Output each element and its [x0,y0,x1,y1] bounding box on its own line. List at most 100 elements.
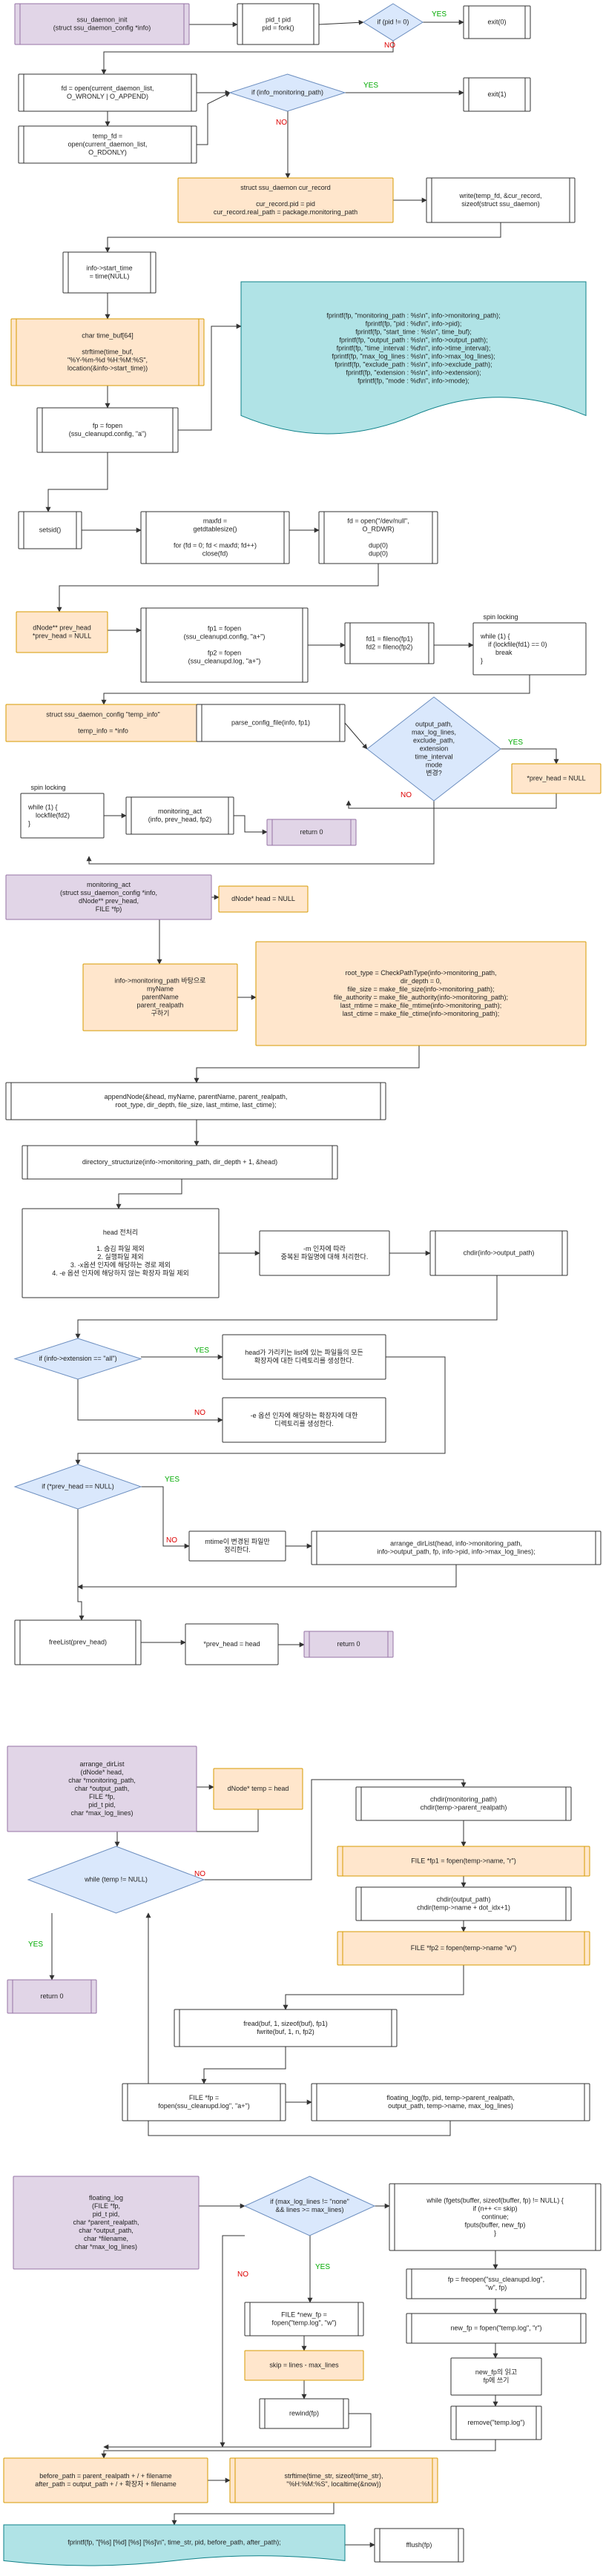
node-fpopen-line: fp = fopen [93,422,122,429]
node-freadwrite-line: fwrite(buf, 1, n, fp2) [257,2028,314,2035]
node-fd1fd2-line: fd2 = fileno(fp2) [366,643,413,650]
connector-54 [201,2047,286,2084]
node-strftime2-line: "%H:%M:%S", localtime(&now)) [286,2480,380,2488]
node-ret0a: return 0 [266,819,357,846]
node-fdopen-line: fd = open(current_daemon_list, [62,85,154,92]
node-parentname-line: 구하기 [151,1009,170,1017]
node-starttime-shape [62,251,156,294]
node-prevnull1: *prev_head = NULL [511,763,602,794]
node-appendnode: appendNode(&head, myName, parentName, pa… [5,1082,386,1120]
node-floatcall-line: output_path, temp->name, max_log_lines) [388,2102,513,2110]
node-arrange1-line: arrange_dirList(head, info->monitoring_p… [390,1539,522,1547]
node-fprintfs-line: fprintf(fp, "start_time : %s\n", time_bu… [355,328,471,336]
node-whilefgets-line: fputs(buffer, new_fp) [465,2221,526,2228]
node-arrange1: arrange_dirList(head, info->monitoring_p… [311,1530,602,1565]
node-parentname: info->monitoring_path 바탕으로myNameparentNa… [82,963,238,1031]
node-beforepath: before_path = parent_realpath + / + file… [3,2457,208,2503]
node-tempfd: temp_fd =open(current_daemon_list,O_RDON… [18,125,197,164]
node-arrsig-line: char *monitoring_path, [68,1777,136,1784]
node-fprintfs-line: fprintf(fp, "max_log_lines : %s\n", info… [332,353,495,360]
node-fd1fd2-shape [344,622,435,664]
node-fprintfs2-line: fprintf(fp, "[%s] [%d] [%s] [%s]\n", tim… [67,2539,281,2546]
node-tempfd-line: temp_fd = [93,132,122,139]
node-freadwrite: fread(buf, 1, sizeof(buf), fp1)fwrite(bu… [174,2009,398,2047]
node-outchg-line: extension [420,744,449,752]
node-freelist: freeList(prev_head) [14,1619,142,1665]
node-freadwrite-shape [174,2009,398,2047]
edge-label-no: NO [194,1870,205,1878]
node-prevhead2-shape [185,1623,279,1665]
node-freopen-line: "w", fp) [486,2284,507,2291]
node-spin2label-line: spin locking [30,784,65,791]
node-rewind: rewind(fp) [259,2398,349,2429]
node-fd1fd2: fd1 = fileno(fp1)fd2 = fileno(fp2) [344,622,435,664]
node-moption-line: 중복된 파일명에 대해 처리한다. [281,1252,369,1261]
node-exit0-shape [463,5,531,39]
node-chdirmon-shape [355,1786,572,1821]
node-floatsig-line: char *filename, [84,2235,128,2242]
edge-label-no: NO [237,2270,248,2279]
node-ifmon-shape [228,73,346,112]
node-ifmaxlog-line: && lines >= max_lines) [275,2206,343,2213]
node-roottype-line: last_ctime = make_file_ctime(info->monit… [343,1010,500,1017]
node-ifprev-line: if (*prev_head == NULL) [42,1482,114,1490]
node-floatsig: floating_log(FILE *fp,pid_t pid,char *pa… [13,2176,200,2270]
node-fprintfs-shape [240,281,587,435]
node-setsid: setsid() [18,511,82,549]
node-whiletemp: while (temp != NULL) [27,1846,205,1914]
node-maxfd-line: for (fd = 0; fd < maxfd; fd++) [174,541,257,549]
node-headpre-line: 3. -x옵션 인자에 해당하는 경로 제외 [70,1261,171,1269]
node-devnull-shape [318,511,438,564]
node-arrsig-line: char *output_path, [75,1785,130,1792]
node-fp1fp2-line: (ssu_cleanupd.log, "a+") [188,657,261,664]
connector-17 [56,564,379,612]
node-prevhead2: *prev_head = head [185,1623,279,1665]
node-readwrite-line: fp에 쓰기 [484,2377,510,2384]
node-spin1-line: } [481,657,483,664]
node-moption-line: -m 인자에 따라 [303,1245,346,1252]
node-roottype: root_type = CheckPathType(info->monitori… [255,941,587,1046]
node-arrsig-line: arrange_dirList [79,1760,125,1768]
node-arrsig: arrange_dirList(dNode* head,char *monito… [7,1746,197,1832]
node-fp1r-shape [337,1846,590,1877]
node-spin1-line: if (lockfile(fd1) == 0) [488,641,547,648]
node-fflush-shape [374,2528,464,2563]
node-spin1-line: break [495,649,513,656]
node-arrsig-shape [7,1746,197,1832]
node-exit0: exit(0) [463,5,531,39]
node-allext-line: 확장자에 대한 디렉토리를 생성한다. [254,1356,354,1364]
node-tempfd-line: O_RDONLY) [88,148,127,156]
node-setsid-shape [18,511,82,549]
node-maxfd-line: close(fd) [202,549,228,557]
node-prevhead2-line: *prev_head = head [203,1640,260,1648]
node-parentname-line: info->monitoring_path 바탕으로 [115,977,206,984]
node-chdirout-line: chdir(info->output_path) [464,1249,535,1256]
node-tempinfo-line: struct ssu_daemon_config "temp_info" [46,710,159,718]
node-headpre-shape [22,1208,220,1298]
edge-label-yes: YES [165,1476,179,1484]
node-currec-shape [177,177,394,223]
node-fp2w-line: FILE *fp2 = fopen(temp->name "w") [411,1944,516,1952]
node-currec-line: cur_record.pid = pid [256,200,315,208]
node-monsig-line: (struct ssu_daemon_config *info, [60,889,157,896]
edge-label-yes: YES [194,1347,209,1355]
node-monact: monitoring_act(info, prev_head, fp2) [125,796,234,835]
node-prevnull1-shape [511,763,602,794]
connector-21 [101,675,530,705]
node-newfpopen-shape [406,2313,587,2344]
node-spin2-line: while (1) { [27,803,58,810]
node-monsig-line: dNode** prev_head, [79,897,139,905]
node-headpre-line: 1. 숨김 파일 제외 [96,1244,145,1252]
node-parsecfg-shape [196,704,346,742]
node-newfpopen-line: new_fp = fopen("temp.log", "r") [450,2324,541,2331]
node-ifprev: if (*prev_head == NULL) [13,1464,142,1510]
node-ret0c-line: return 0 [40,1992,63,2000]
node-ifext: if (info->extension == "all") [13,1338,142,1380]
node-whiletemp-shape [27,1846,205,1914]
connector-43 [77,1509,85,1621]
node-writerec-line: write(temp_fd, &cur_record, [458,192,541,199]
node-tempinfo: struct ssu_daemon_config "temp_info"temp… [5,704,201,742]
node-whiletemp-line: while (temp != NULL) [84,1875,148,1883]
